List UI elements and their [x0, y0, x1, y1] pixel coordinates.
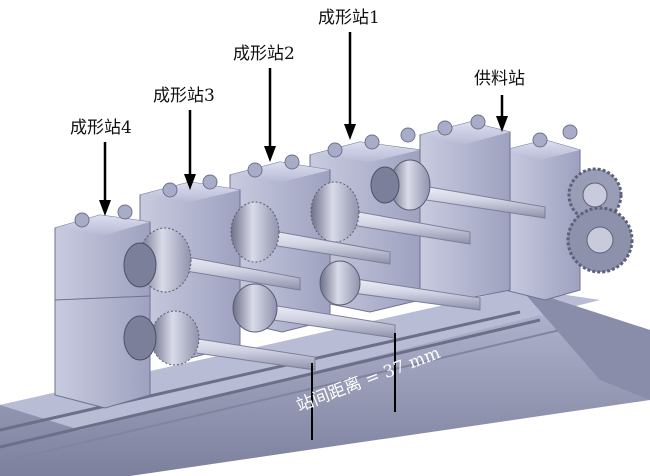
front-housing	[54, 204, 151, 409]
station-3-label: 成形站3	[153, 86, 215, 106]
upper-roll-shafts	[123, 159, 546, 293]
station-1-label: 成形站1	[318, 8, 380, 28]
spacing-dimension	[311, 333, 396, 440]
station-1-block	[419, 114, 511, 301]
feeder-station-label: 供料站	[474, 69, 525, 89]
station-2-label: 成形站2	[233, 44, 295, 64]
lower-roll-shafts	[123, 260, 481, 371]
station-4-label: 成形站4	[70, 118, 132, 138]
label-arrows	[99, 32, 508, 216]
